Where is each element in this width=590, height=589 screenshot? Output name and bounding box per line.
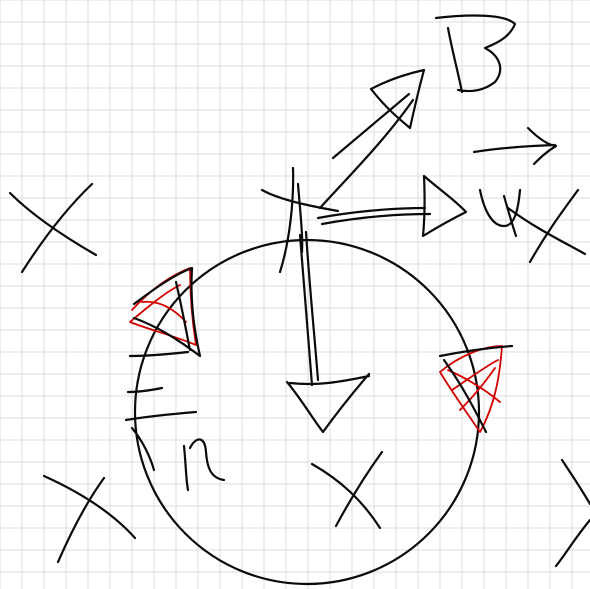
u-arrow [474,128,556,164]
label-n [184,439,224,490]
label-b [436,16,515,92]
right-arrow-head [423,176,466,236]
origin-cross [262,168,338,272]
cross-mark-bottom-right [556,460,590,566]
cross-mark-left [10,184,96,272]
down-arrow-head [287,374,369,432]
diagonal-arrow-shaft [320,100,413,208]
cross-mark-bottom-left [44,476,135,562]
down-arrow-shaft [300,232,318,385]
cross-mark-bottom-center [312,452,382,528]
